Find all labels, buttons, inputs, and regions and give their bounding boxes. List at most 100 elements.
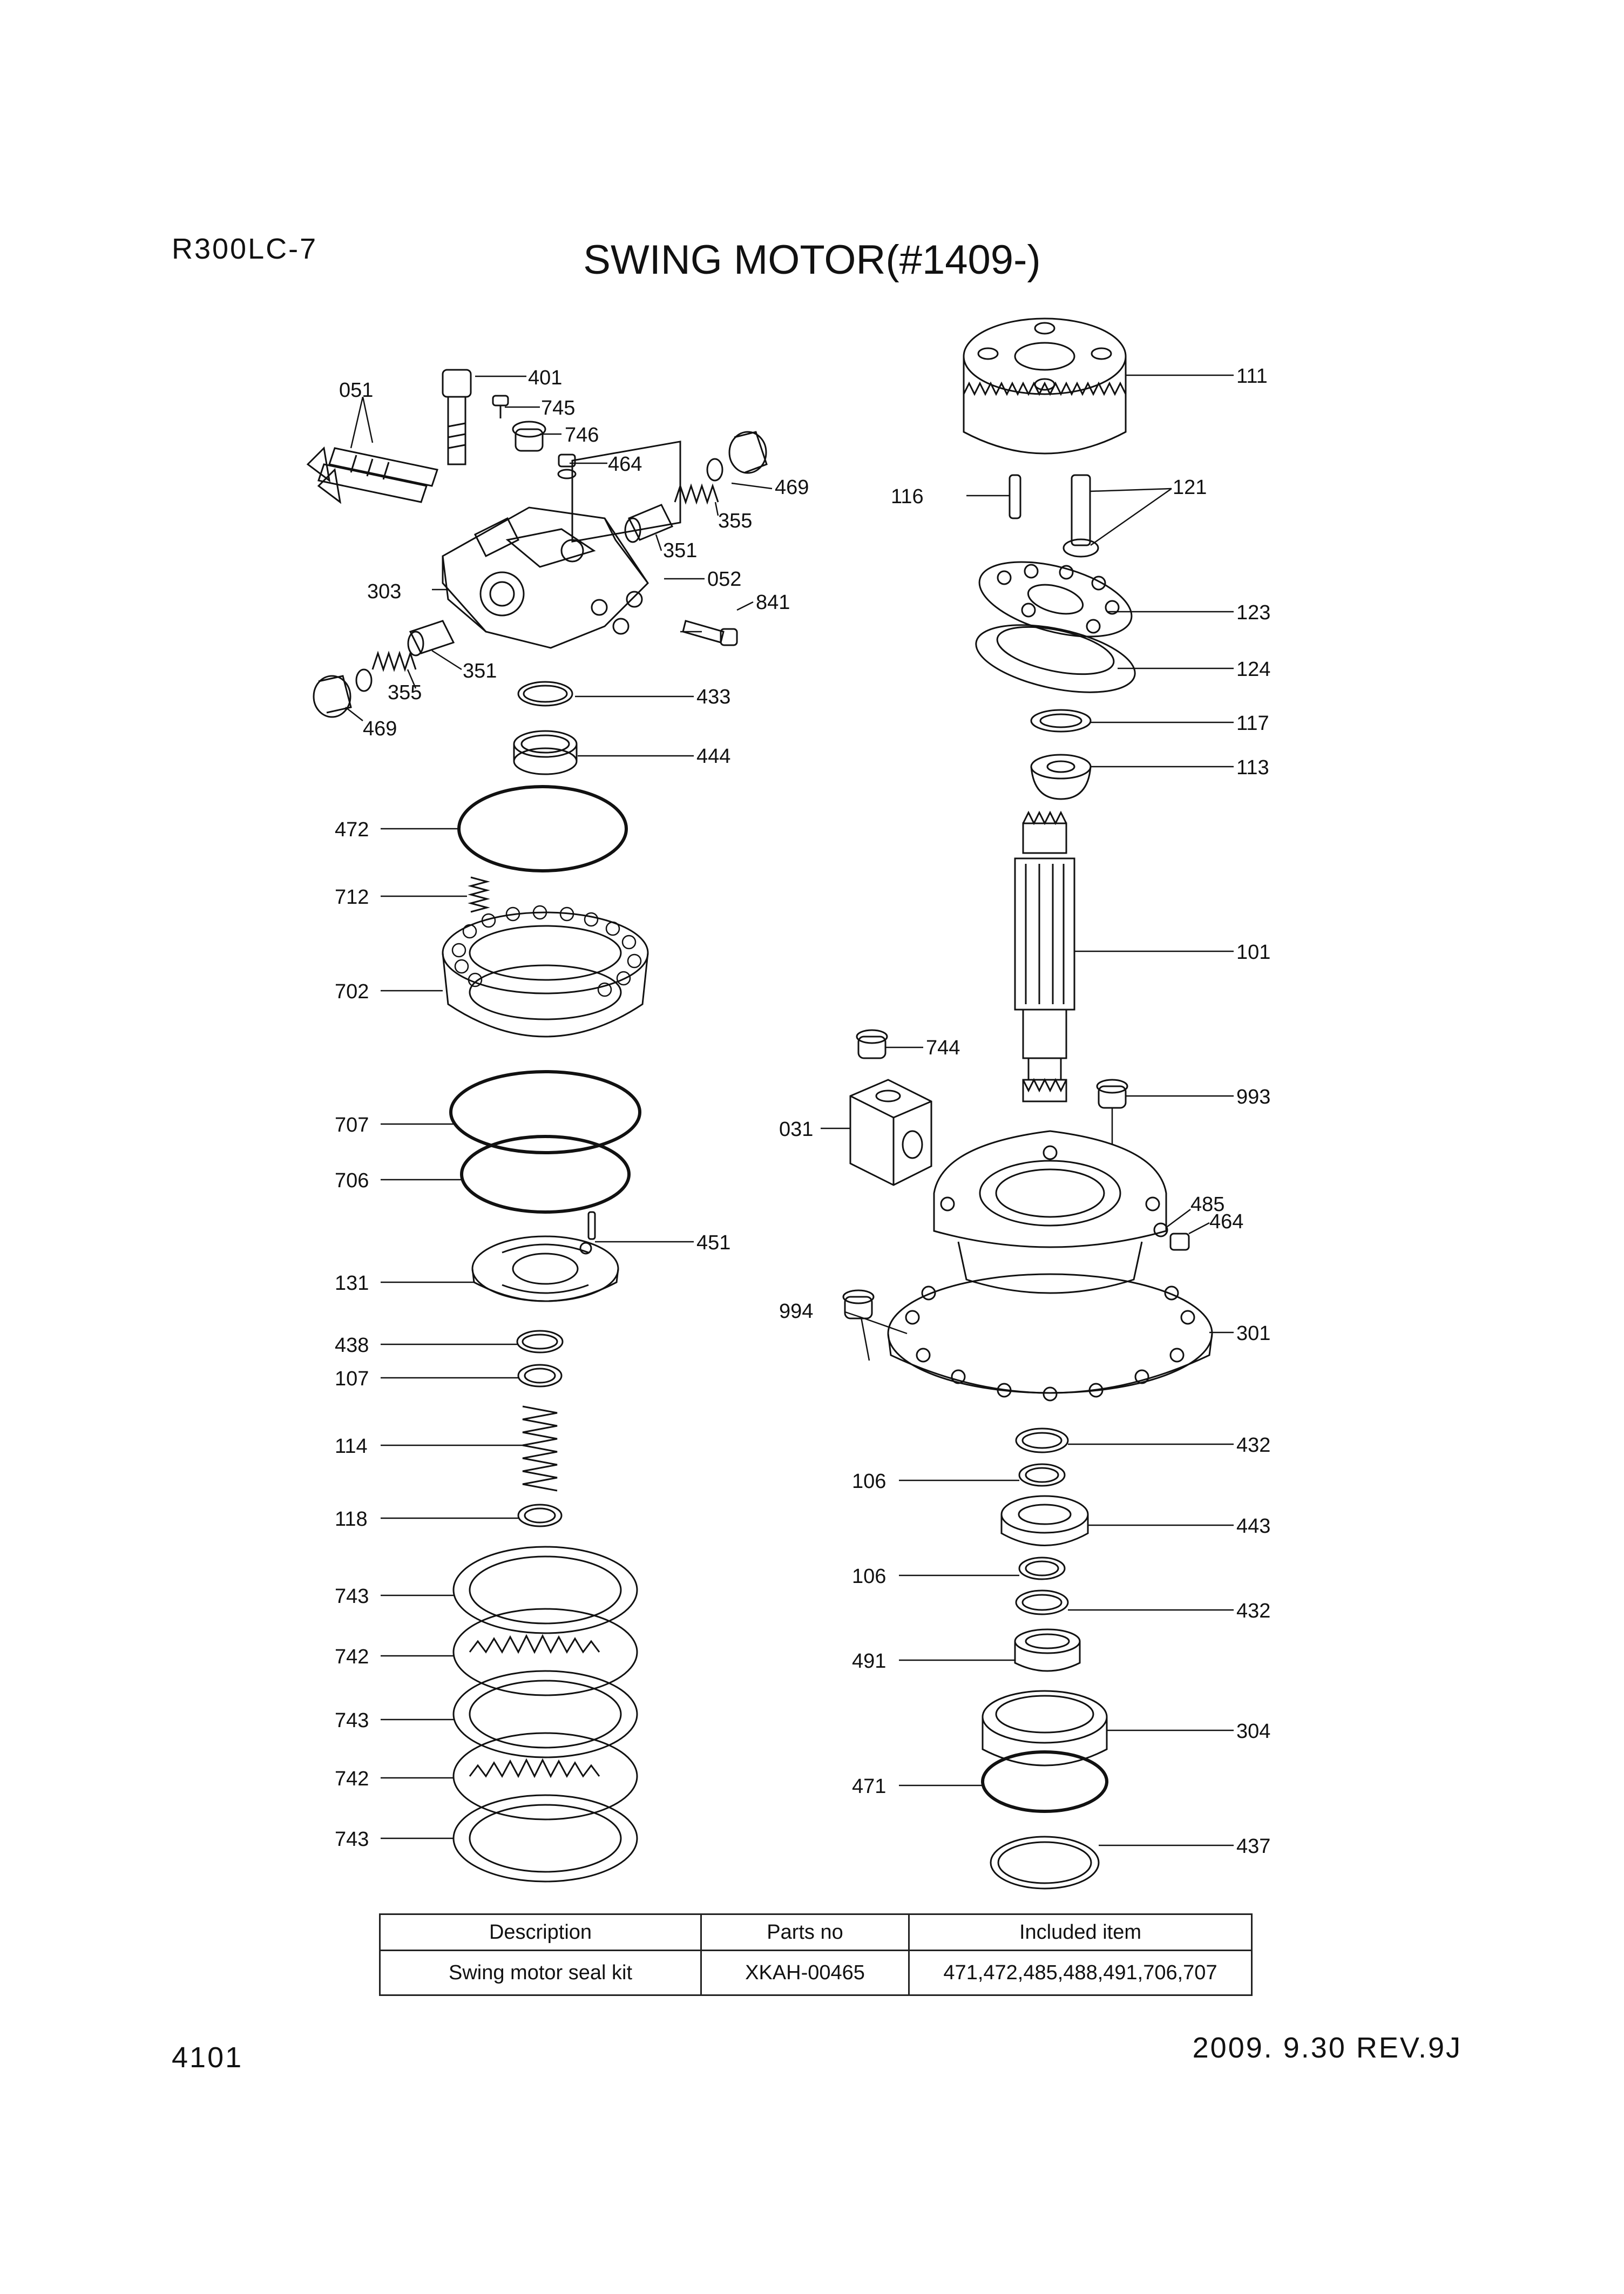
callout-993: 993 [1236, 1086, 1270, 1108]
callout-742-lower: 742 [335, 1768, 369, 1790]
kit-description-cell: Swing motor seal kit [379, 1950, 702, 1996]
callout-464-upper: 464 [608, 453, 642, 476]
plug-994 [842, 1289, 875, 1319]
callout-116: 116 [891, 485, 924, 508]
callout-124: 124 [1236, 658, 1270, 681]
separator-plate-743b [452, 1670, 638, 1758]
callout-117: 117 [1236, 712, 1269, 735]
callout-451: 451 [696, 1231, 730, 1254]
snap-ring-438 [516, 1330, 564, 1354]
callout-301: 301 [1236, 1322, 1270, 1345]
plug-464-right [1169, 1233, 1190, 1251]
poppet-351-left [407, 620, 455, 657]
callout-471: 471 [852, 1775, 886, 1798]
valve-casing-303 [442, 441, 681, 649]
callout-111: 111 [1236, 365, 1268, 388]
callout-113: 113 [1236, 756, 1269, 779]
callout-355-upper: 355 [718, 510, 752, 532]
callout-702: 702 [335, 980, 369, 1003]
friction-plate-742b [452, 1732, 638, 1821]
valve-plate-131 [471, 1235, 619, 1302]
callout-746: 746 [565, 424, 599, 446]
callout-304: 304 [1236, 1720, 1270, 1743]
o-ring-707 [449, 1070, 641, 1154]
separator-plate-743c [452, 1794, 638, 1883]
o-ring-706 [460, 1135, 631, 1214]
collar-491 [1014, 1628, 1081, 1672]
washer-106a [1018, 1463, 1066, 1487]
callout-351-lower: 351 [463, 660, 497, 682]
relief-valve-051 [306, 446, 438, 504]
thrust-plate-124 [975, 624, 1136, 693]
washer-117 [1030, 709, 1092, 733]
callout-107: 107 [335, 1368, 369, 1390]
callout-101: 101 [1236, 941, 1270, 964]
callout-744: 744 [926, 1037, 960, 1059]
page-title: SWING MOTOR(#1409-) [583, 237, 1041, 283]
bolt-841 [682, 620, 738, 646]
washer-118 [517, 1504, 563, 1527]
snap-ring-432b [1015, 1589, 1069, 1615]
column-header-included-item: Included item [908, 1913, 1253, 1951]
callout-106-lower: 106 [852, 1565, 886, 1588]
callout-355-lower: 355 [388, 681, 422, 704]
washer-106b [1018, 1557, 1066, 1580]
housing-301 [887, 1130, 1213, 1402]
brake-piston-702 [442, 905, 649, 1038]
callout-743-bottom: 743 [335, 1828, 369, 1851]
kit-included-items-cell: 471,472,485,488,491,706,707 [908, 1950, 1253, 1996]
table-header-row: Description Parts no Included item [379, 1913, 1253, 1951]
spring-712 [468, 876, 490, 913]
pin-451 [587, 1211, 596, 1240]
bolt-401 [442, 369, 472, 465]
poppet-351-right [624, 504, 674, 543]
callout-437: 437 [1236, 1835, 1270, 1858]
callout-712: 712 [335, 886, 369, 909]
table-row: Swing motor seal kit XKAH-00465 471,472,… [379, 1950, 1253, 1996]
cover-304 [982, 1690, 1108, 1767]
snap-ring-432a [1015, 1427, 1069, 1453]
callout-994: 994 [779, 1300, 813, 1323]
callout-464-right: 464 [1209, 1210, 1243, 1233]
callout-472: 472 [335, 818, 369, 841]
callout-106-upper: 106 [852, 1470, 886, 1493]
spring-114 [522, 1405, 558, 1492]
o-ring-471 [981, 1750, 1108, 1813]
cylinder-block-111 [963, 317, 1127, 455]
callout-485: 485 [1190, 1193, 1224, 1216]
callout-432-lower: 432 [1236, 1600, 1270, 1622]
callout-706: 706 [335, 1169, 369, 1192]
callout-123: 123 [1236, 601, 1270, 624]
column-header-description: Description [379, 1913, 702, 1951]
callout-444: 444 [696, 745, 730, 768]
callout-432-upper: 432 [1236, 1434, 1270, 1457]
callout-118: 118 [335, 1508, 368, 1531]
pin-116 [1009, 474, 1021, 519]
plug-469-left [313, 668, 373, 718]
washer-107 [517, 1364, 563, 1388]
o-ring-485 [1153, 1222, 1168, 1237]
plug-464-o-ring [557, 454, 577, 479]
callout-742-upper: 742 [335, 1646, 369, 1668]
plug-744 [856, 1029, 888, 1059]
callout-031: 031 [779, 1118, 813, 1141]
callout-131: 131 [335, 1272, 369, 1295]
callout-469-lower: 469 [363, 718, 397, 740]
piston-121 [1063, 474, 1099, 558]
spherical-bush-113 [1030, 754, 1092, 800]
callout-121: 121 [1173, 476, 1207, 499]
snap-ring-437 [990, 1836, 1100, 1890]
plug-746 [512, 421, 546, 452]
needle-bearing-444 [513, 730, 578, 775]
leader-lines [345, 374, 1234, 1846]
drive-shaft-101 [1014, 810, 1075, 1102]
model-label: R300LC-7 [172, 233, 318, 265]
spring-355-right [674, 483, 719, 505]
friction-plate-742a [452, 1608, 638, 1696]
callout-303: 303 [367, 580, 401, 603]
callout-743-middle: 743 [335, 1709, 369, 1732]
callout-743-top: 743 [335, 1585, 369, 1608]
o-ring-472 [457, 785, 628, 872]
spring-355-left [371, 651, 417, 672]
